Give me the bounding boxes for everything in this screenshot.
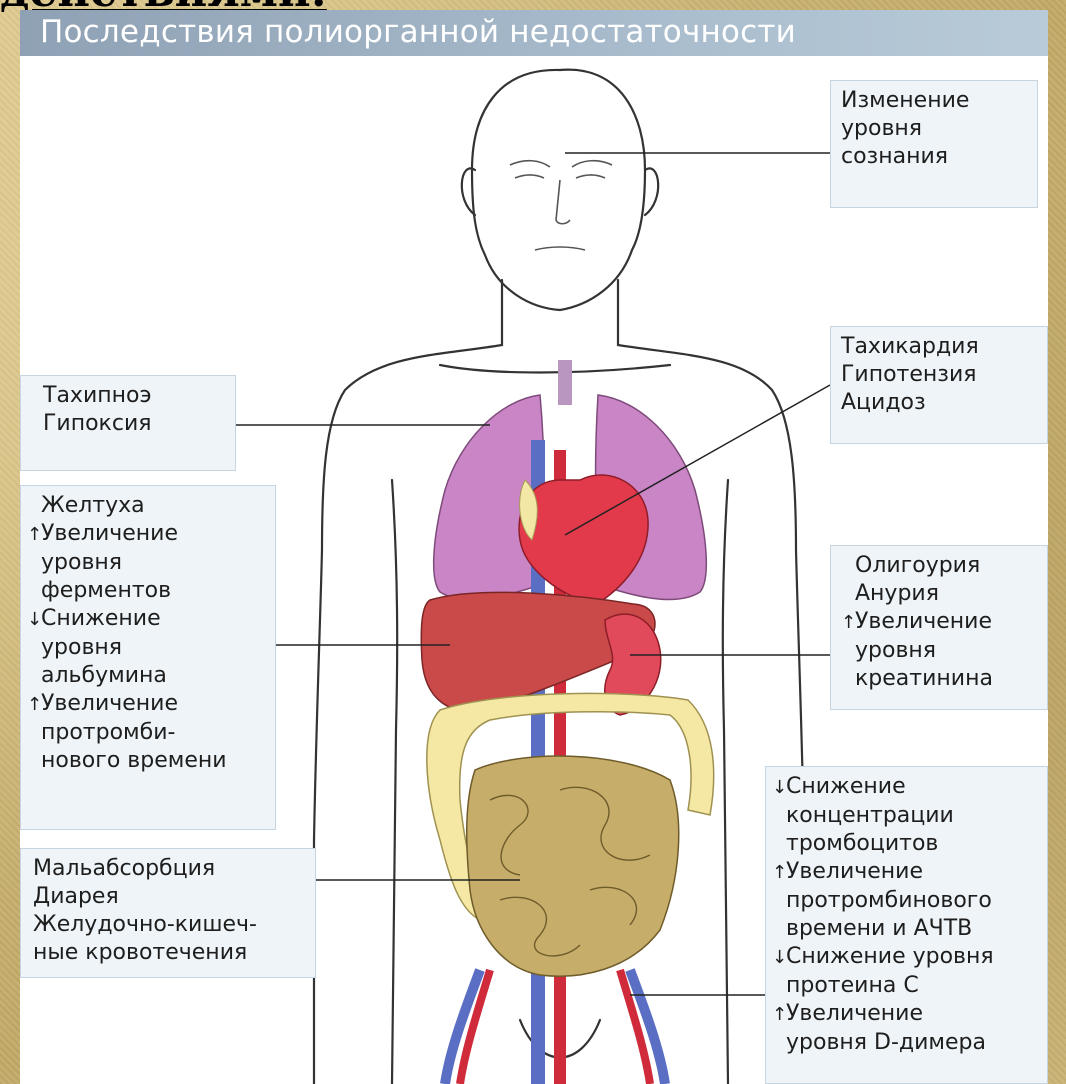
label-text: Увеличение [855, 609, 992, 634]
label-gut-line: Мальабсорбция [33, 855, 305, 883]
label-blood-line: ↑Увеличение [772, 858, 1037, 887]
label-brain-line: сознания [841, 143, 1027, 171]
label-text: уровня [41, 635, 122, 660]
label-heart-line: Гипотензия [841, 361, 1037, 389]
label-liver-line: уровня [27, 549, 265, 577]
label-kidneys-line: Олигоурия [841, 552, 1037, 580]
label-blood-line: протеина С [772, 972, 1037, 1000]
label-liver-line: протромби- [27, 719, 265, 747]
label-liver-line: ↓Снижение [27, 605, 265, 634]
label-kidneys-line: креатинина [841, 665, 1037, 693]
label-gut-line: Желудочно-кишеч- [33, 911, 305, 939]
label-text: концентрации [786, 803, 954, 828]
face-features [510, 161, 612, 250]
label-brain-line: уровня [841, 115, 1027, 143]
label-text: Анурия [855, 581, 939, 606]
label-text: уровня D-димера [786, 1030, 986, 1055]
label-kidneys-line: уровня [841, 637, 1037, 665]
label-heart-line: Ацидоз [841, 389, 1037, 417]
label-text: ферментов [41, 578, 171, 603]
label-heart-line: Тахикардия [841, 333, 1037, 361]
label-blood-line: ↑Увеличение [772, 1000, 1037, 1029]
label-blood-line: ↓Снижение [772, 773, 1037, 802]
arrow-up-icon: ↑ [772, 859, 786, 887]
label-text: Увеличение [41, 691, 178, 716]
label-text: Увеличение [786, 1001, 923, 1026]
label-text: протромби- [41, 720, 175, 745]
label-liver-line: ↑Увеличение [27, 690, 265, 719]
arrow-up-icon: ↑ [841, 609, 855, 637]
label-brain-line: Изменение [841, 87, 1027, 115]
label-blood-line: времени и АЧТВ [772, 915, 1037, 943]
arrow-up-icon: ↑ [772, 1001, 786, 1029]
label-blood-line: концентрации [772, 802, 1037, 830]
label-text: протромбинового [786, 888, 992, 913]
label-gut-line: Диарея [33, 883, 305, 911]
label-text: креатинина [855, 666, 993, 691]
arrow-up-icon: ↑ [27, 691, 41, 719]
label-text: тромбоцитов [786, 831, 938, 856]
label-gut-line: ные кровотечения [33, 939, 305, 967]
label-blood-line: уровня D-димера [772, 1029, 1037, 1057]
label-text: Олигоурия [855, 553, 980, 578]
label-text: Снижение [786, 774, 906, 799]
label-text: уровня [41, 550, 122, 575]
label-text: альбумина [41, 663, 167, 688]
label-text: Снижение уровня [786, 944, 994, 969]
arrow-down-icon: ↓ [27, 606, 41, 634]
label-liver-line: нового времени [27, 747, 265, 775]
label-liver-line: уровня [27, 634, 265, 662]
label-lungs-line: Гипоксия [43, 410, 225, 438]
label-kidneys-line: ↑Увеличение [841, 608, 1037, 637]
label-text: нового времени [41, 748, 227, 773]
label-text: протеина С [786, 973, 919, 998]
label-kidneys-line: Анурия [841, 580, 1037, 608]
arrow-down-icon: ↓ [772, 774, 786, 802]
label-blood-line: ↓Снижение уровня [772, 943, 1037, 972]
label-text: Желтуха [41, 493, 145, 518]
label-lungs-line: Тахипноэ [43, 382, 225, 410]
small-intestine [467, 756, 679, 976]
label-liver-line: Желтуха [27, 492, 265, 520]
label-blood-line: протромбинового [772, 887, 1037, 915]
label-text: времени и АЧТВ [786, 916, 972, 941]
arrow-up-icon: ↑ [27, 521, 41, 549]
label-blood-line: тромбоцитов [772, 830, 1037, 858]
arrow-down-icon: ↓ [772, 944, 786, 972]
label-liver-line: ↑Увеличение [27, 520, 265, 549]
label-text: Увеличение [41, 521, 178, 546]
label-liver-line: альбумина [27, 662, 265, 690]
label-text: Снижение [41, 606, 161, 631]
label-liver-line: ферментов [27, 577, 265, 605]
figure-panel: Последствия полиорганной недостаточности [20, 10, 1048, 1084]
label-text: Увеличение [786, 859, 923, 884]
label-text: уровня [855, 638, 936, 663]
